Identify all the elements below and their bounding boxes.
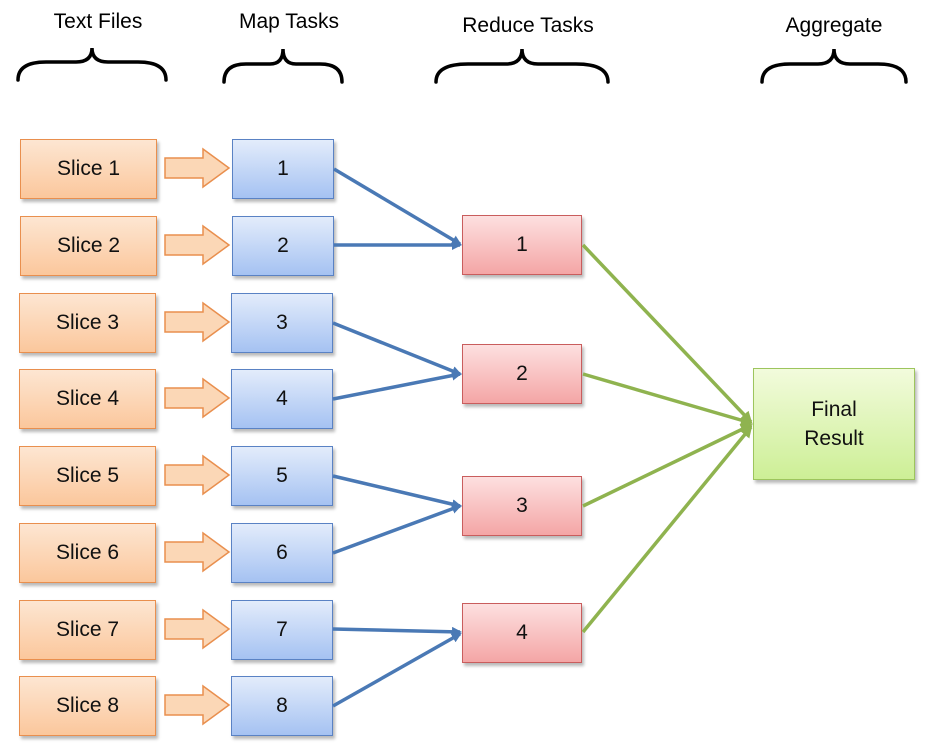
map-task-4: 4 <box>231 369 333 429</box>
arrow-map4-reduce2 <box>332 370 462 401</box>
header-map-tasks: Map Tasks <box>239 10 339 33</box>
reduce-task-1: 1 <box>462 215 582 275</box>
block-arrow-2 <box>164 224 231 266</box>
map-task-3: 3 <box>231 293 333 353</box>
map-task-1: 1 <box>232 139 334 199</box>
brace-map-tasks <box>222 48 344 84</box>
slice-box-3: Slice 3 <box>19 293 156 353</box>
reduce-task-4: 4 <box>462 603 582 663</box>
slice-box-7: Slice 7 <box>19 600 156 660</box>
map-task-7: 7 <box>231 600 333 660</box>
header-aggregate: Aggregate <box>785 14 883 37</box>
block-arrow-3 <box>164 301 231 343</box>
arrow-map3-reduce2 <box>332 321 462 376</box>
arrow-reduce3-final <box>582 423 753 508</box>
brace-aggregate <box>760 48 908 84</box>
map-task-6: 6 <box>231 523 333 583</box>
arrow-reduce1-final <box>581 243 753 424</box>
header-text-files: Text Files <box>53 10 143 33</box>
brace-text-files <box>16 47 168 82</box>
header-reduce-tasks: Reduce Tasks <box>462 14 594 37</box>
arrow-map8-reduce4 <box>332 632 462 708</box>
reduce-task-2: 2 <box>462 344 582 404</box>
slice-box-6: Slice 6 <box>19 523 156 583</box>
block-arrow-7 <box>164 608 231 650</box>
arrow-map7-reduce4 <box>332 626 462 637</box>
block-arrow-6 <box>164 531 231 573</box>
slice-box-1: Slice 1 <box>20 139 157 199</box>
map-task-8: 8 <box>231 676 333 736</box>
slice-box-5: Slice 5 <box>19 446 156 506</box>
final-result-line2: Result <box>804 427 864 450</box>
arrow-map5-reduce3 <box>332 474 462 510</box>
block-arrow-1 <box>164 147 231 189</box>
block-arrow-5 <box>164 454 231 496</box>
map-task-2: 2 <box>232 216 334 276</box>
final-result-line1: Final <box>811 397 857 421</box>
brace-reduce-tasks <box>434 48 610 84</box>
block-arrow-8 <box>164 684 231 726</box>
reduce-task-3: 3 <box>462 476 582 536</box>
arrow-reduce4-final <box>581 425 753 634</box>
arrow-map6-reduce3 <box>332 504 462 555</box>
slice-box-2: Slice 2 <box>20 216 157 276</box>
block-arrow-4 <box>164 377 231 419</box>
slice-box-4: Slice 4 <box>19 369 156 429</box>
arrow-reduce2-final <box>582 372 753 426</box>
final-result-box: Final Result <box>753 368 915 480</box>
slice-box-8: Slice 8 <box>19 676 156 736</box>
arrow-map1-reduce1 <box>333 167 462 246</box>
map-task-5: 5 <box>231 446 333 506</box>
